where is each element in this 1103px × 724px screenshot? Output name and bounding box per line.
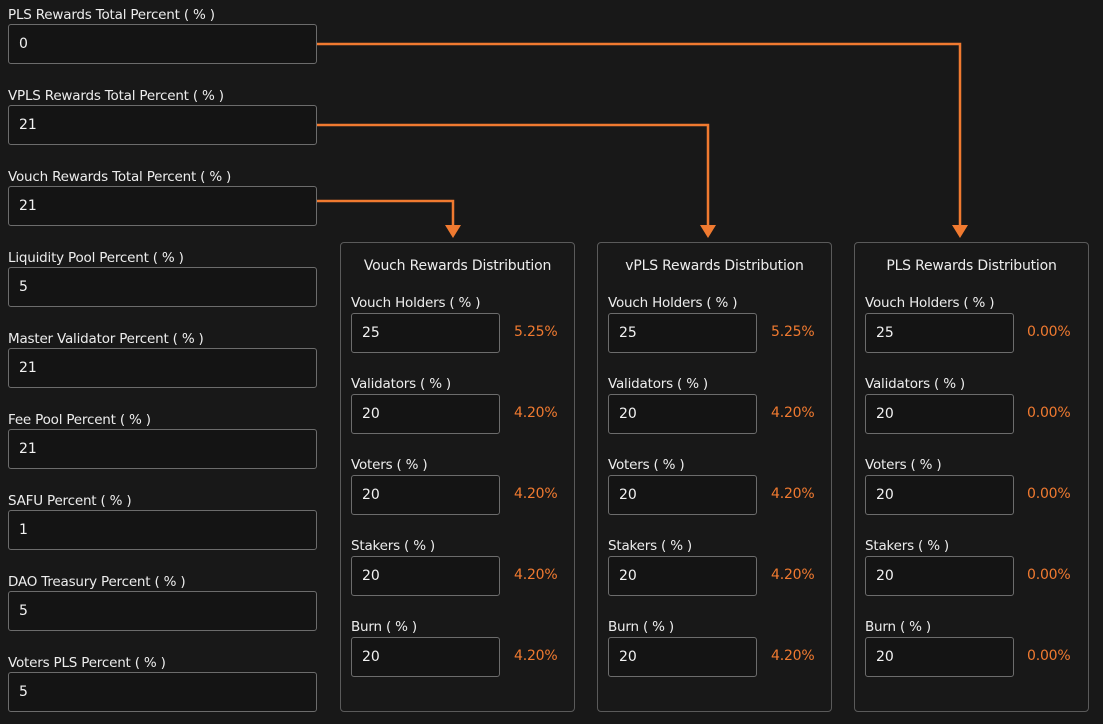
- validators-input[interactable]: [608, 394, 757, 434]
- vouch-panel-arrowhead-icon: [445, 225, 461, 238]
- safu-label: SAFU Percent ( % ): [8, 493, 132, 509]
- vouch-rewards-total-label: Vouch Rewards Total Percent ( % ): [8, 169, 232, 185]
- panel-title: PLS Rewards Distribution: [886, 258, 1057, 274]
- stakers-input[interactable]: [865, 556, 1014, 596]
- voters-label: Voters ( % ): [351, 457, 428, 473]
- voters-pls-input[interactable]: [8, 672, 317, 712]
- stakers-label: Stakers ( % ): [865, 538, 949, 554]
- pls-rewards-total-input[interactable]: [8, 24, 317, 64]
- voters-computed-percent: 4.20%: [514, 486, 558, 502]
- validators-computed-percent: 0.00%: [1027, 405, 1071, 421]
- panel-title: Vouch Rewards Distribution: [363, 258, 552, 274]
- burn-computed-percent: 4.20%: [514, 648, 558, 664]
- vouch-holders-label: Vouch Holders ( % ): [865, 295, 995, 311]
- voters-input[interactable]: [351, 475, 500, 515]
- voters-computed-percent: 4.20%: [771, 486, 815, 502]
- vouch-holders-label: Vouch Holders ( % ): [351, 295, 481, 311]
- stakers-computed-percent: 4.20%: [514, 567, 558, 583]
- validators-computed-percent: 4.20%: [514, 405, 558, 421]
- liquidity-pool-input[interactable]: [8, 267, 317, 307]
- vpls-to-vpls-panel-arrow: [317, 123, 710, 229]
- dao-treasury-label: DAO Treasury Percent ( % ): [8, 574, 186, 590]
- dao-treasury-input[interactable]: [8, 591, 317, 631]
- vouch-holders-label: Vouch Holders ( % ): [608, 295, 738, 311]
- panel-title: vPLS Rewards Distribution: [625, 258, 804, 274]
- validators-label: Validators ( % ): [608, 376, 708, 392]
- master-validator-label: Master Validator Percent ( % ): [8, 331, 204, 347]
- stakers-computed-percent: 0.00%: [1027, 567, 1071, 583]
- pls-rewards-distribution-panel: PLS Rewards Distribution Vouch Holders (…: [854, 242, 1089, 712]
- pls-to-pls-panel-arrow: [317, 42, 962, 229]
- validators-computed-percent: 4.20%: [771, 405, 815, 421]
- burn-computed-percent: 0.00%: [1027, 648, 1071, 664]
- master-validator-input[interactable]: [8, 348, 317, 388]
- burn-input[interactable]: [351, 637, 500, 677]
- vouch-holders-input[interactable]: [865, 313, 1014, 353]
- vpls-rewards-total-input[interactable]: [8, 105, 317, 145]
- fee-pool-label: Fee Pool Percent ( % ): [8, 412, 151, 428]
- vouch-rewards-total-input[interactable]: [8, 186, 317, 226]
- voters-label: Voters ( % ): [608, 457, 685, 473]
- stakers-label: Stakers ( % ): [608, 538, 692, 554]
- voters-input[interactable]: [608, 475, 757, 515]
- voters-computed-percent: 0.00%: [1027, 486, 1071, 502]
- vpls-panel-arrowhead-icon: [700, 225, 716, 238]
- burn-computed-percent: 4.20%: [771, 648, 815, 664]
- validators-input[interactable]: [351, 394, 500, 434]
- stakers-computed-percent: 4.20%: [771, 567, 815, 583]
- vouch-holders-computed-percent: 0.00%: [1027, 324, 1071, 340]
- vouch-rewards-distribution-panel: Vouch Rewards Distribution Vouch Holders…: [340, 242, 575, 712]
- burn-label: Burn ( % ): [351, 619, 417, 635]
- vouch-holders-computed-percent: 5.25%: [514, 324, 558, 340]
- stakers-input[interactable]: [351, 556, 500, 596]
- voters-pls-label: Voters PLS Percent ( % ): [8, 655, 166, 671]
- liquidity-pool-label: Liquidity Pool Percent ( % ): [8, 250, 184, 266]
- validators-label: Validators ( % ): [351, 376, 451, 392]
- validators-input[interactable]: [865, 394, 1014, 434]
- vouch-holders-computed-percent: 5.25%: [771, 324, 815, 340]
- pls-rewards-total-label: PLS Rewards Total Percent ( % ): [8, 7, 215, 23]
- vpls-rewards-total-label: VPLS Rewards Total Percent ( % ): [8, 88, 224, 104]
- voters-label: Voters ( % ): [865, 457, 942, 473]
- vouch-to-vouch-panel-arrow: [317, 199, 455, 229]
- vpls-rewards-distribution-panel: vPLS Rewards Distribution Vouch Holders …: [597, 242, 832, 712]
- vouch-holders-input[interactable]: [351, 313, 500, 353]
- fee-pool-input[interactable]: [8, 429, 317, 469]
- vouch-holders-input[interactable]: [608, 313, 757, 353]
- stakers-label: Stakers ( % ): [351, 538, 435, 554]
- pls-panel-arrowhead-icon: [952, 225, 968, 238]
- voters-input[interactable]: [865, 475, 1014, 515]
- stakers-input[interactable]: [608, 556, 757, 596]
- burn-label: Burn ( % ): [865, 619, 931, 635]
- burn-label: Burn ( % ): [608, 619, 674, 635]
- validators-label: Validators ( % ): [865, 376, 965, 392]
- burn-input[interactable]: [608, 637, 757, 677]
- burn-input[interactable]: [865, 637, 1014, 677]
- safu-input[interactable]: [8, 510, 317, 550]
